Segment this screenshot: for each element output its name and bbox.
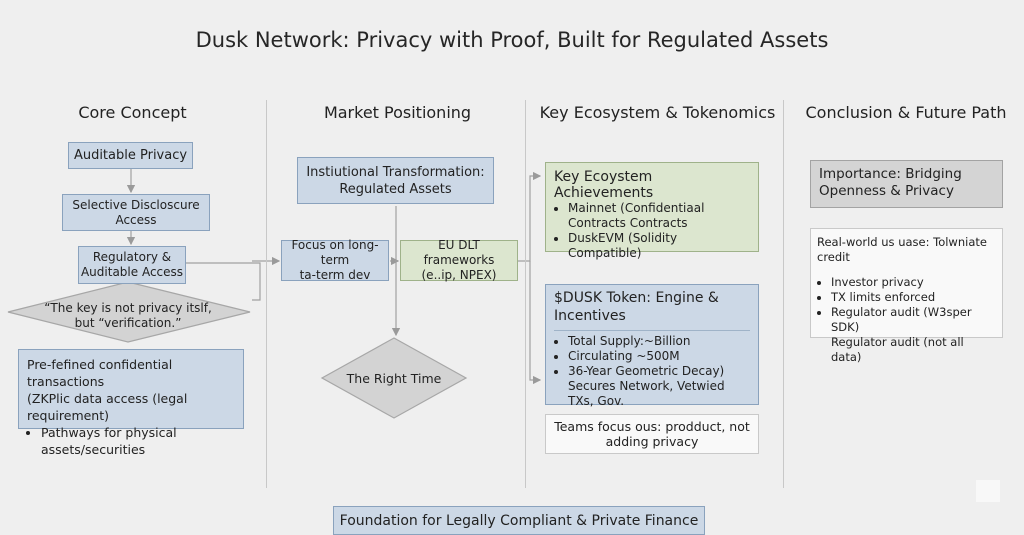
predefined-bullet: Pathways for physical assets/securities	[41, 424, 235, 458]
corner-square	[976, 480, 1000, 502]
eu-dlt-frameworks-box: EU DLT frameworks (e..ip, NPEX)	[400, 238, 518, 282]
selective-disclosure-box: Selective Discloscure Access	[62, 194, 210, 231]
institutional-line: Regulated Assets	[339, 181, 452, 197]
eu-line: (e..ip, NPEX)	[421, 268, 497, 282]
real-world-title: Real-world us uase: Tolwniate credit	[817, 235, 987, 264]
key-quote-text: “The key is not privacy itslf, but “veri…	[40, 301, 216, 331]
column-divider	[266, 100, 267, 488]
regulatory-access-box: Regulatory & Auditable Access	[78, 246, 186, 284]
institutional-transformation-box: Instiutional Transformation: Regulated A…	[297, 157, 494, 204]
token-extra: Secures Network, Vetwied TXs, Gov.	[568, 379, 725, 408]
real-world-box: Real-world us uase: Tolwniate credit Inv…	[810, 228, 1003, 364]
column-header-conclusion: Conclusion & Future Path	[805, 103, 1007, 122]
predefined-line: Pre-fefined confidential transactions	[27, 357, 173, 389]
page-title: Dusk Network: Privacy with Proof, Built …	[195, 28, 829, 52]
real-world-item: Investor privacy	[831, 275, 996, 290]
teams-line: adding privacy	[605, 434, 699, 449]
institutional-line: Instiutional Transformation:	[306, 164, 485, 180]
focus-long-term-box: Focus on long-term ta-term dev	[281, 238, 389, 282]
real-world-extra: Regulator audit (not all data)	[831, 335, 964, 364]
focus-line: ta-term dev	[299, 268, 371, 282]
column-divider	[525, 100, 526, 488]
token-item: Total Supply:~Billion	[568, 334, 750, 349]
focus-line: Focus on long-term	[291, 238, 379, 267]
teams-line: Teams focus ous: prodduct, not	[554, 419, 750, 434]
real-world-item: Regulator audit (W3sper SDK)	[831, 305, 996, 335]
achievement-item: Mainnet (Confidentiaal Contracts Contrac…	[568, 201, 750, 231]
token-item: Circulating ~500M	[568, 349, 750, 364]
key-quote-line: but “verification.”	[74, 316, 182, 330]
column-header-core-concept: Core Concept	[78, 103, 187, 122]
key-quote-diamond-shape	[7, 281, 251, 343]
token-item: 36-Year Geometric Decay)	[568, 364, 750, 379]
achievements-title: Key Ecoystem Achievements	[554, 169, 654, 201]
achievement-item: DuskEVM (Solidity Compatible)	[568, 231, 750, 261]
foundation-footer-box: Foundation for Legally Compliant & Priva…	[333, 506, 705, 535]
teams-focus-box: Teams focus ous: prodduct, not adding pr…	[545, 414, 759, 454]
auditable-privacy-box: Auditable Privacy	[68, 142, 193, 169]
token-divider	[554, 330, 750, 331]
real-world-item: TX limits enforced	[831, 290, 996, 305]
right-time-label: The Right Time	[346, 371, 442, 386]
importance-box: Importance: Bridging Openness & Privacy	[810, 160, 1003, 208]
predefined-transactions-box: Pre-fefined confidential transactions (Z…	[18, 349, 244, 457]
predefined-line: (ZKPlic data access (legal requirement)	[27, 391, 188, 423]
token-title: $DUSK Token: Engine & Incentives	[554, 290, 719, 324]
ecosystem-achievements-box: Key Ecoystem Achievements Mainnet (Confi…	[545, 162, 759, 260]
eu-line: EU DLT frameworks	[423, 238, 495, 267]
dusk-token-box: $DUSK Token: Engine & Incentives Total S…	[545, 284, 759, 408]
column-divider	[783, 100, 784, 488]
column-header-market-positioning: Market Positioning	[323, 103, 472, 122]
column-header-ecosystem: Key Ecosystem & Tokenomics	[539, 103, 776, 122]
right-time-diamond-shape	[320, 337, 468, 419]
key-quote-line: “The key is not privacy itslf,	[44, 301, 212, 315]
